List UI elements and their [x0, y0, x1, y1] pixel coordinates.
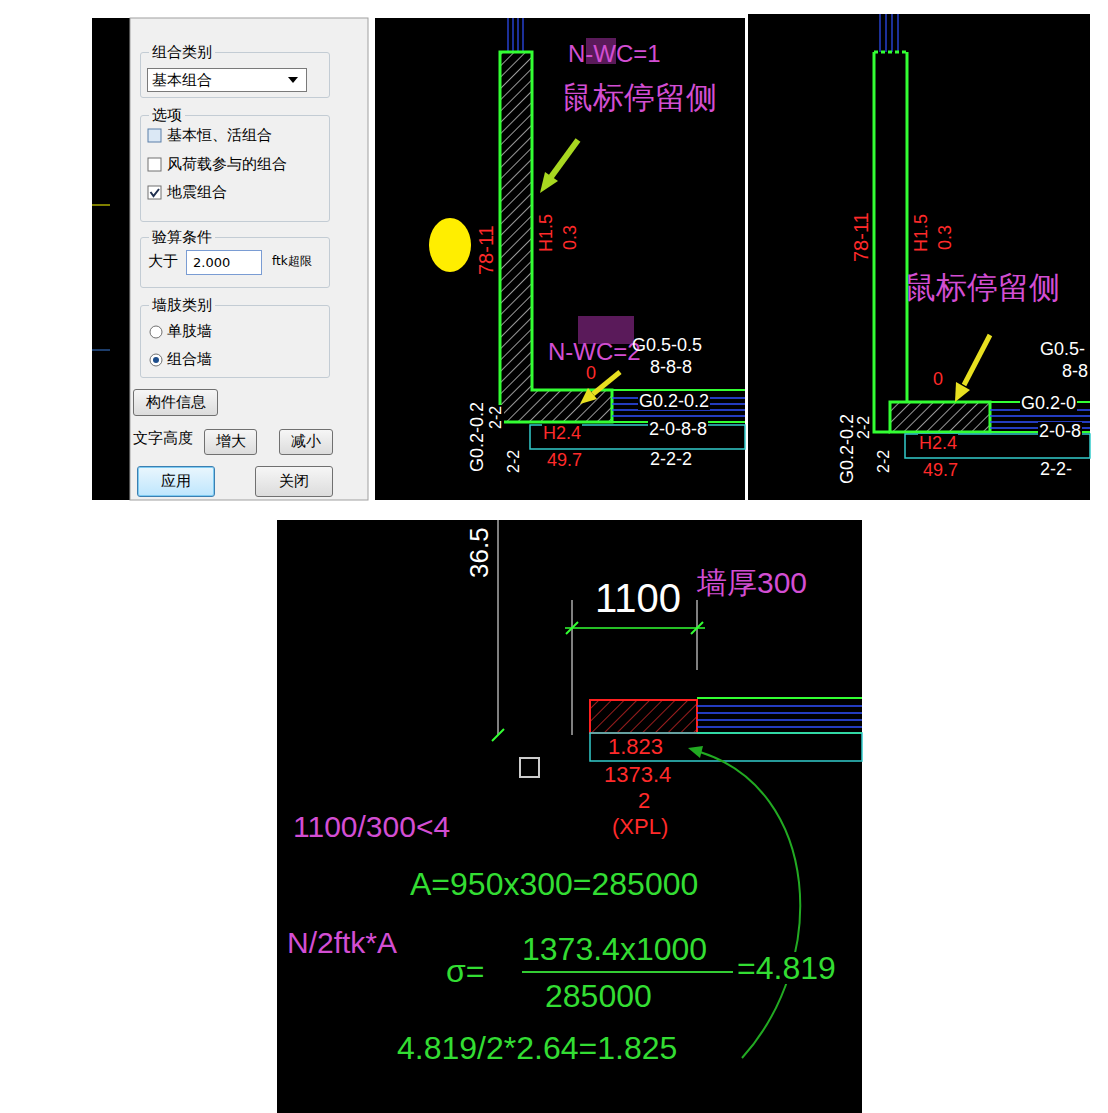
- formula: 285000: [545, 980, 652, 1012]
- wall-id: 78-11: [851, 212, 871, 262]
- beam-label: 2-2-: [1040, 460, 1072, 478]
- node-label: 墙肢类别: [149, 297, 215, 314]
- beam-label: G0.2-0: [1020, 394, 1077, 412]
- cad-view-3: [277, 520, 862, 1113]
- group-box: 墙肢类别单肢墙组合墙: [140, 305, 330, 378]
- node-label: 减小: [291, 433, 321, 450]
- annotation: 1100/300<4: [293, 812, 450, 842]
- annotation: 鼠标停留侧: [905, 272, 1060, 303]
- wall-value: H1.5: [537, 214, 555, 252]
- option-label: 风荷载参与的组合: [167, 156, 287, 173]
- dropdown: 基本组合: [147, 68, 307, 92]
- wall-value: 0: [586, 364, 596, 382]
- wall-value: 2: [638, 790, 650, 812]
- annotation: N-WC=1: [568, 42, 661, 66]
- option-label: 地震组合: [167, 184, 227, 201]
- node-label: 验算条件: [149, 229, 215, 246]
- wall-value: 49.7: [922, 461, 959, 479]
- button: 构件信息: [133, 389, 218, 416]
- button: 应用: [137, 466, 215, 497]
- wall-value: 1373.4: [603, 764, 672, 786]
- node-label: 组合类别: [149, 44, 215, 61]
- beam-label: 8-8: [1062, 362, 1088, 380]
- wall-id: 78-11: [476, 225, 496, 275]
- beam-label: 2-0-8-8: [648, 420, 708, 438]
- formula: σ=: [446, 955, 484, 987]
- beam-label: 2-2: [506, 449, 522, 474]
- wall-value: 1.823: [607, 736, 664, 758]
- node-label: 2.000: [193, 256, 230, 271]
- wall-value: 0.3: [561, 225, 579, 250]
- text-input: 2.000: [186, 250, 262, 275]
- dimension: 1100: [595, 578, 681, 618]
- wall-value: 49.7: [546, 451, 583, 469]
- annotation: 鼠标停留侧: [562, 82, 717, 113]
- annotation: N-WC=2: [548, 340, 641, 364]
- beam-label: 2-2: [876, 449, 892, 474]
- annotation: N/2ftk*A: [287, 928, 397, 958]
- beam-label: 2-2: [856, 415, 872, 440]
- node-label: 构件信息: [146, 394, 206, 411]
- beam-label: G0.5-: [1040, 340, 1085, 358]
- wall-value: (XPL): [612, 816, 668, 838]
- beam-label: G0.2-0.2: [838, 414, 856, 484]
- option-label: 大于: [148, 253, 178, 270]
- beam-label: 2-2-2: [650, 450, 692, 468]
- button: 增大: [204, 429, 257, 455]
- formula: 4.819/2*2.64=1.825: [397, 1032, 677, 1064]
- beam-label: G0.5-0.5: [632, 336, 702, 354]
- wall-value: 0.3: [936, 225, 954, 250]
- button: 减小: [279, 429, 333, 455]
- beam-label: G0.2-0.2: [468, 402, 486, 472]
- wall-value: 0: [933, 370, 943, 388]
- node-label: 应用: [161, 473, 191, 490]
- node-label: 选项: [149, 107, 185, 124]
- annotation: 墙厚300: [697, 568, 807, 598]
- node-label: 基本组合: [152, 72, 212, 89]
- field-label: 文字高度: [133, 431, 193, 446]
- node-label: 关闭: [279, 473, 309, 490]
- beam-label: G0.2-0.2: [638, 392, 710, 410]
- option-label: ftk超限: [272, 255, 312, 269]
- group-box: 验算条件大于ftk超限2.000: [140, 237, 330, 288]
- group-box: 选项基本恒、活组合风荷载参与的组合地震组合: [140, 115, 330, 222]
- cad-view-1: [375, 18, 745, 500]
- beam-label: 2-0-8: [1038, 422, 1082, 440]
- wall-value: H2.4: [542, 424, 582, 442]
- formula: 1373.4x1000: [522, 933, 707, 965]
- beam-label: 2-2: [488, 405, 504, 430]
- formula: A=950x300=285000: [410, 868, 698, 900]
- group-box: 组合类别基本组合: [140, 52, 330, 98]
- node-label: 增大: [216, 433, 246, 450]
- dialog-panel: [92, 18, 368, 500]
- option-label: 组合墙: [167, 351, 212, 368]
- wall-value: H1.5: [912, 214, 930, 252]
- dimension: 36.5: [466, 527, 492, 578]
- button: 关闭: [255, 466, 333, 497]
- formula: =4.819: [736, 952, 837, 984]
- cad-view-2: [748, 14, 1090, 500]
- beam-label: 8-8-8: [650, 358, 692, 376]
- option-label: 单肢墙: [167, 323, 212, 340]
- option-label: 基本恒、活组合: [167, 127, 272, 144]
- wall-value: H2.4: [918, 434, 958, 452]
